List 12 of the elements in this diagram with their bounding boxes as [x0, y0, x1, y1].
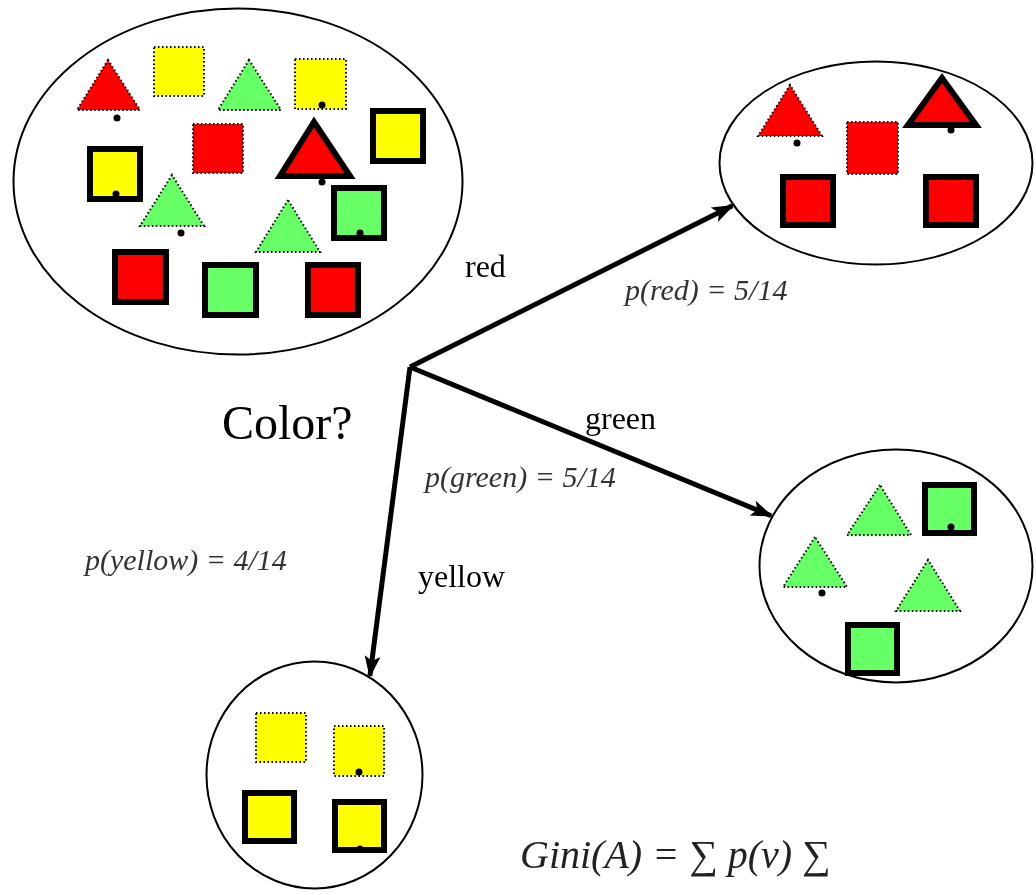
sample-set-ellipse [205, 660, 424, 890]
probability-label: p(red) = 5/14 [625, 275, 788, 305]
arrow [408, 203, 735, 370]
probability-label: p(yellow) = 4/14 [85, 545, 287, 575]
sample-set-ellipse [758, 448, 1034, 684]
probability-label: p(green) = 5/14 [425, 462, 616, 492]
question-label: Color? [222, 367, 410, 447]
arrow [364, 366, 413, 678]
arrow [409, 364, 773, 519]
sample-set-ellipse [718, 60, 1034, 266]
formula: Gini(A) = ∑ p(v) ∑ [520, 835, 831, 875]
sample-set-ellipse [12, 7, 464, 356]
